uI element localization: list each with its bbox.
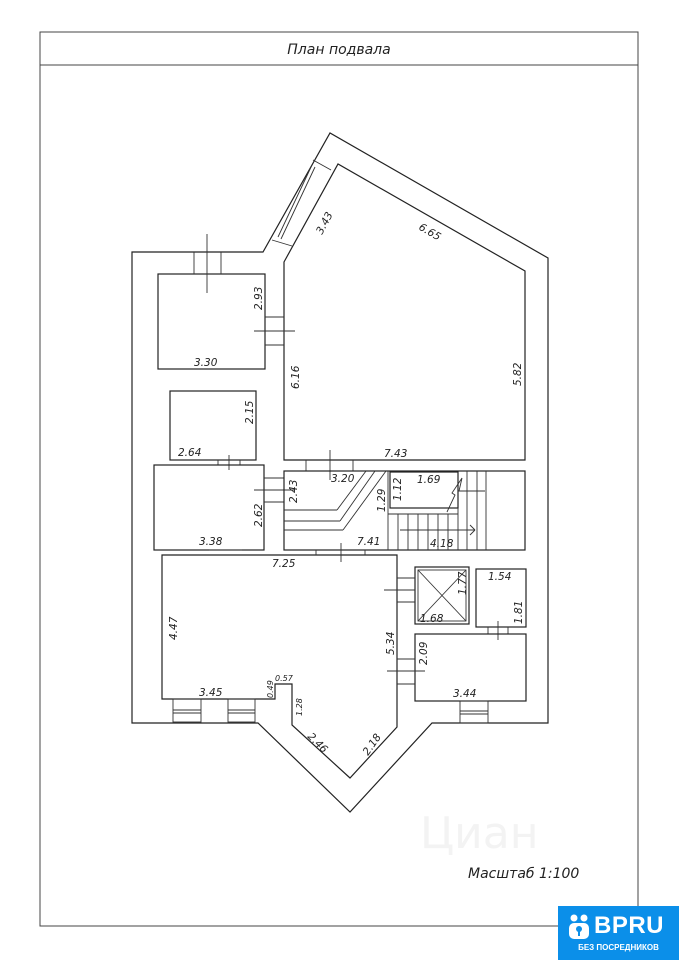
dim-label: 7.43	[384, 448, 407, 460]
outer-wall	[131, 132, 549, 813]
dim-label: 3.44	[453, 688, 476, 700]
door-lower-room	[315, 543, 366, 562]
drawing-frame	[39, 31, 639, 927]
dim-label: 5.82	[512, 362, 524, 386]
logo-brand: BPRU	[594, 912, 665, 939]
door-room-344	[387, 658, 425, 685]
room-a	[157, 273, 266, 370]
dim-label: 1.28	[295, 698, 304, 716]
dim-label: 1.12	[392, 477, 404, 501]
dim-label: 2.93	[253, 287, 265, 310]
curved-stair	[284, 470, 387, 531]
door-room-b	[217, 455, 241, 470]
door-room-a-side	[254, 316, 295, 346]
dim-label: 2.15	[244, 400, 256, 424]
people-key-icon	[569, 914, 589, 939]
window-diagonal	[271, 159, 332, 247]
room-small-169	[389, 471, 459, 509]
dim-label: 6.65	[417, 221, 444, 243]
dim-label: 1.81	[513, 601, 525, 624]
bpru-logo: BPRU БЕЗ ПОСРЕДНИКОВ	[558, 906, 679, 960]
door-room-c	[254, 477, 295, 503]
dim-label: 1.77	[457, 571, 469, 595]
dim-label: 3.38	[199, 536, 223, 548]
dim-label: 2.09	[418, 641, 430, 665]
dim-label: 6.16	[290, 365, 302, 389]
dim-label: 1.54	[488, 571, 511, 583]
logo-subtitle: БЕЗ ПОСРЕДНИКОВ	[578, 943, 659, 952]
door-room-154	[487, 621, 509, 640]
door-large-room	[305, 450, 354, 480]
door-elevator	[384, 577, 415, 603]
dim-label: 3.30	[194, 357, 218, 369]
dim-label: 2.62	[253, 503, 265, 527]
room-large-bottom	[161, 554, 398, 779]
dim-label: 3.45	[199, 687, 223, 699]
elevator-shaft	[414, 566, 470, 625]
dim-label: 3.20	[331, 473, 355, 485]
dim-label: 2.46	[305, 731, 330, 756]
watermark: Циан	[420, 808, 539, 859]
dim-label: 1.68	[420, 613, 444, 625]
dim-label: 4.47	[168, 616, 180, 640]
plan-title: План подвала	[287, 42, 390, 58]
dim-label: 4.18	[430, 538, 454, 550]
dim-label: 2.43	[288, 480, 300, 503]
door-room-a-top	[193, 234, 222, 293]
dim-label: 0.49	[266, 680, 275, 698]
dim-label: 1.29	[376, 488, 388, 512]
window-room-344	[459, 700, 489, 724]
room-large-top	[283, 163, 526, 461]
dim-label: 2.64	[178, 447, 201, 459]
straight-stair	[388, 471, 487, 550]
windows-bottom-left	[172, 698, 256, 723]
elevator-cabin	[417, 569, 467, 622]
stair-block	[283, 470, 526, 551]
scale-label: Масштаб 1:100	[468, 866, 579, 882]
dim-label: 1.69	[417, 474, 441, 486]
dim-label: 7.41	[357, 536, 380, 548]
elevator-cross-icon	[417, 569, 467, 622]
room-b	[169, 390, 257, 461]
room-154	[475, 568, 527, 628]
dim-label: 0.57	[275, 674, 294, 683]
dim-label: 7.25	[272, 558, 296, 570]
dim-label: 3.43	[314, 210, 336, 236]
dim-label: 5.34	[385, 632, 397, 655]
